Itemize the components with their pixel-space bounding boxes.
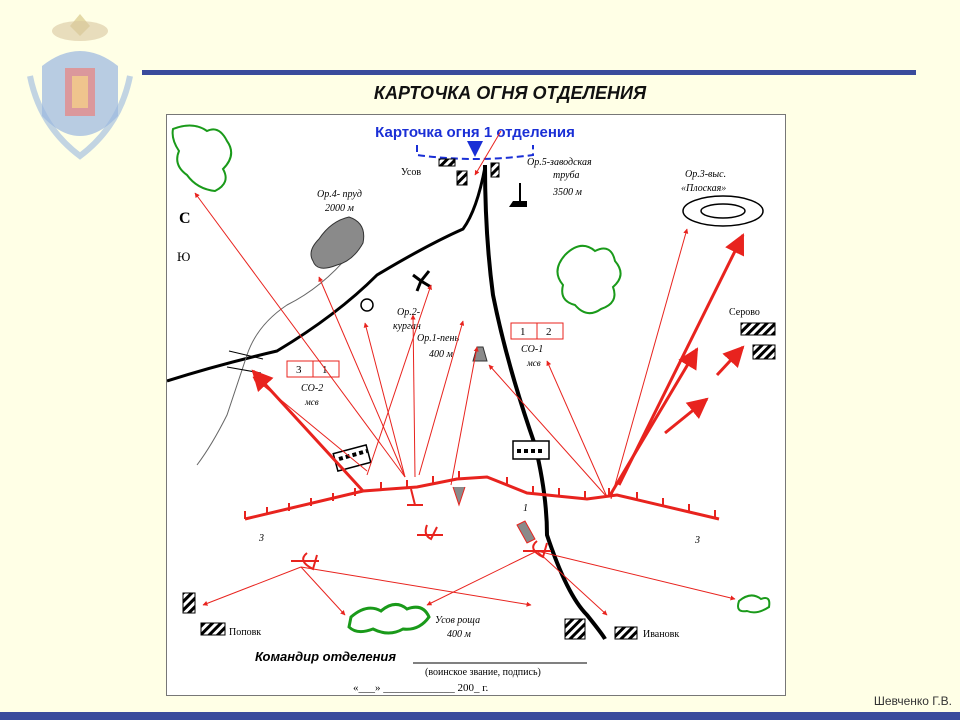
slide-title: КАРТОЧКА ОГНЯ ОТДЕЛЕНИЯ: [373, 83, 647, 103]
hill-landmark-outer: [682, 195, 764, 227]
fire-arrow-15: [426, 550, 538, 606]
grove-name: Усов роща: [435, 615, 480, 626]
co2-sub: мсв: [304, 397, 319, 407]
forest-center-right: [556, 244, 622, 315]
or2-name: Ор.2-: [397, 307, 420, 318]
fire-arrow-10: [546, 360, 608, 498]
fire-arrow-1: [194, 192, 406, 478]
forest-top-left: [171, 124, 233, 193]
usov-building-2: [456, 170, 468, 186]
place-ivanovka: Ивановк: [643, 629, 679, 640]
fire-arrow-18: [474, 130, 502, 176]
co1-number-a: 1: [520, 326, 526, 338]
position-label-center: 1: [523, 503, 528, 514]
or3-name2: «Плоская»: [681, 183, 726, 194]
right-sector-line: [607, 347, 699, 498]
or2-name2: курган: [393, 321, 421, 332]
bottom-bar: [0, 712, 960, 720]
fire-card-diagram: Карточка огня 1 отделения С Ю Ор.4- пруд…: [167, 124, 776, 694]
compass-south: Ю: [177, 249, 190, 264]
place-usov: Усов: [401, 167, 421, 178]
rifleman-marker-1: [407, 488, 423, 506]
fire-arrow-7: [418, 320, 465, 476]
commander-marker-2: [291, 552, 319, 571]
fire-arrow-3: [363, 322, 406, 478]
grove-distance: 400 м: [447, 629, 472, 640]
commander-marker-1: [417, 524, 443, 541]
place-popovka: Поповк: [229, 627, 261, 638]
fire-arrow-17: [536, 550, 736, 601]
usov-building-1: [438, 158, 456, 167]
co2-label: СО-2: [301, 383, 323, 394]
popovka-building-1: [182, 592, 196, 614]
commander-label: Командир отделения: [255, 649, 396, 664]
compass-north: С: [179, 210, 191, 227]
or4-distance: 2000 м: [325, 203, 355, 214]
top-divider-line: [142, 70, 916, 75]
or1-name: Ор.1-пень: [417, 333, 459, 344]
serovo-building-1: [740, 322, 776, 336]
or1-distance: 400 м: [429, 349, 454, 360]
co2-number-b: 1: [322, 364, 328, 376]
fire-arrow-hill: [617, 233, 745, 486]
left-sector-line: [251, 369, 365, 493]
ivanovka-building-2: [614, 626, 638, 640]
bmp-vehicle-right: [512, 440, 550, 460]
co1-number-b: 2: [546, 326, 552, 338]
forest-usov-grove: [347, 603, 431, 635]
observation-post-bracket: [416, 145, 534, 160]
fire-arrow-4: [410, 314, 416, 478]
launcher-marker: [516, 520, 536, 544]
fire-arrow-serovo-2: [715, 345, 745, 377]
observation-post-icon: [467, 141, 483, 157]
serovo-building-2: [752, 344, 776, 360]
author-credit: Шевченко Г.В.: [873, 694, 952, 708]
date-line: «___» _____________ 200_ г.: [353, 682, 489, 694]
fire-card: Карточка огня 1 отделения С Ю Ор.4- пруд…: [166, 114, 786, 696]
fire-arrow-5: [252, 376, 368, 472]
defense-line-ticks: [244, 471, 716, 519]
chimney-icon: [509, 183, 527, 207]
emblem-logo: [27, 14, 133, 160]
fire-arrow-16: [536, 550, 608, 616]
hill-landmark-inner: [700, 203, 746, 219]
mound-landmark: [360, 298, 374, 312]
fire-arrow-13: [300, 566, 346, 616]
fire-arrow-9: [488, 364, 608, 498]
place-serovo: Серово: [729, 307, 760, 318]
machine-gun-marker: [452, 486, 466, 507]
usov-building-3: [490, 162, 500, 178]
popovka-building-2: [200, 622, 226, 636]
or3-name: Ор.3-выс.: [685, 169, 726, 180]
fire-arrow-14: [300, 566, 532, 607]
signature-caption: (воинское звание, подпись): [425, 667, 541, 678]
position-label-left: 3: [258, 533, 264, 544]
fire-arrow-11: [610, 228, 689, 500]
position-label-right: 3: [694, 535, 700, 546]
card-title: Карточка огня 1 отделения: [375, 124, 575, 141]
or5-name: Ор.5-заводская: [527, 157, 592, 168]
or5-name2: труба: [553, 170, 580, 181]
or4-name: Ор.4- пруд: [317, 189, 362, 200]
co1-sub: мсв: [526, 358, 541, 368]
fire-arrow-serovo-1: [664, 397, 709, 435]
road-line: [167, 166, 487, 383]
pond-landmark: [310, 216, 365, 269]
fire-arrow-8: [450, 346, 479, 486]
stream-line: [196, 244, 358, 466]
or5-distance: 3500 м: [552, 187, 583, 198]
fire-arrow-6: [366, 284, 432, 476]
co2-number-a: 3: [296, 364, 302, 376]
forest-bottom-right: [737, 594, 771, 614]
ivanovka-building-1: [564, 618, 586, 640]
windmill-icon: [412, 270, 432, 292]
co1-label: СО-1: [521, 344, 543, 355]
fire-arrow-12: [202, 566, 302, 606]
fire-arrow-2: [318, 276, 406, 478]
squad-defense-line: [244, 475, 720, 521]
